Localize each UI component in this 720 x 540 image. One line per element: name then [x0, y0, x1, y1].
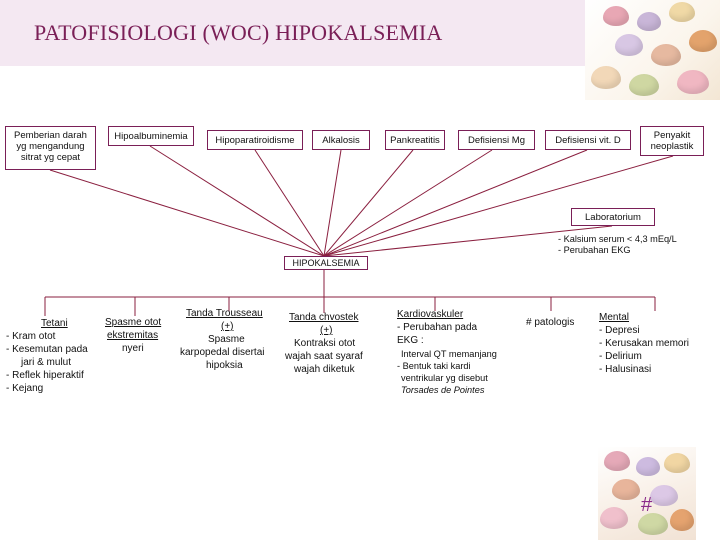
effect-trousseau-line-3: Spasme: [208, 334, 245, 345]
effect-tetani-title: Tetani: [41, 318, 68, 329]
cause-pankreatitis: Pankreatitis: [385, 130, 445, 150]
effect-spasme-line-1: Spasme otot: [105, 317, 162, 328]
effect-mental-item-1: - Depresi: [599, 325, 640, 336]
effect-tetani-item-2: - Kesemutan pada: [6, 344, 88, 355]
laboratorium-item-2: - Perubahan EKG: [558, 245, 631, 255]
effect-trousseau-line-4: karpopedal disertai: [180, 347, 265, 358]
effect-tetani-item-1: - Kram otot: [6, 331, 56, 342]
cause-hipoparatiroidisme-label: Hipoparatiroidisme: [215, 135, 295, 146]
cause-pemberian-line-3: sitrat yg cepat: [20, 152, 81, 163]
effect-tetani-item-5: - Kejang: [6, 383, 44, 394]
hipokalsemia-label: HIPOKALSEMIA: [292, 258, 360, 268]
effect-mental-item-2: - Kerusakan memori: [599, 338, 690, 349]
cause-pankreatitis-label: Pankreatitis: [390, 135, 440, 146]
cause-alkalosis: Alkalosis: [312, 130, 370, 150]
cause-defisiensi-vitd: Defisiensi vit. D: [545, 130, 631, 150]
cause-alkalosis-label: Alkalosis: [322, 135, 360, 146]
laboratorium-box: Laboratorium: [571, 208, 655, 226]
cause-defisiensi-mg-label: Defisiensi Mg: [467, 135, 526, 146]
cause-penyakit-neoplastik-line-2: neoplastik: [650, 141, 694, 152]
effect-trousseau-line-2: (+): [221, 321, 234, 332]
effect-kardiovaskuler-italic: Torsades de Pointes: [401, 385, 485, 395]
effect-kardiovaskuler-line-2: EKG :: [397, 335, 424, 346]
effect-kardiovaskuler-sub-1: Interval QT memanjang: [401, 349, 497, 359]
effect-tetani-item-4: - Reflek hiperaktif: [6, 370, 84, 381]
cause-pemberian-line-2: yg mengandung: [16, 141, 85, 152]
effect-kardiovaskuler-sub-3: ventrikular yg disebut: [401, 373, 488, 383]
cause-defisiensi-mg: Defisiensi Mg: [458, 130, 535, 150]
effect-chvostek-line-3: Kontraksi otot: [294, 338, 356, 349]
cause-pemberian-line-1: Pemberian darah: [14, 130, 87, 141]
effect-chvostek-line-2: (+): [320, 325, 333, 336]
cause-defisiensi-vitd-label: Defisiensi vit. D: [555, 135, 621, 146]
cause-penyakit-neoplastik-line-1: Penyakit: [653, 130, 691, 141]
header-band: [0, 0, 585, 66]
egg-photo-decoration-bottom: [598, 447, 696, 540]
laboratorium-label: Laboratorium: [585, 212, 641, 223]
effect-chvostek-line-4: wajah saat syaraf: [285, 351, 363, 362]
effect-chvostek-line-5: wajah diketuk: [294, 364, 355, 375]
effect-spasme-line-2: ekstremitas: [107, 330, 159, 341]
effect-kardiovaskuler-title: Kardiovaskuler: [397, 309, 464, 320]
page-title: PATOFISIOLOGI (WOC) HIPOKALSEMIA: [34, 20, 443, 45]
cause-pemberian-darah: Pemberian darah yg mengandung sitrat yg …: [5, 126, 96, 170]
effect-mental-item-3: - Delirium: [599, 351, 642, 362]
effect-spasme-line-3: nyeri: [122, 343, 144, 354]
effect-trousseau-line-5: hipoksia: [206, 360, 243, 371]
effect-tetani-item-3: jari & mulut: [21, 357, 72, 368]
cause-penyakit-neoplastik: Penyakit neoplastik: [640, 126, 704, 156]
hipokalsemia-box: HIPOKALSEMIA: [284, 256, 368, 270]
effect-mental-item-4: - Halusinasi: [599, 364, 652, 375]
effect-patologis: # patologis: [526, 317, 575, 328]
egg-photo-decoration: [585, 0, 720, 100]
cause-hipoalbuminemia-label: Hipoalbuminemia: [114, 131, 188, 142]
effect-chvostek-line-1: Tanda chvostek: [289, 312, 359, 323]
footer-hash-mark: #: [641, 494, 653, 516]
effect-kardiovaskuler-sub-2: - Bentuk taki kardi: [397, 361, 471, 371]
laboratorium-item-1: - Kalsium serum < 4,3 mEq/L: [558, 234, 677, 244]
cause-hipoparatiroidisme: Hipoparatiroidisme: [207, 130, 303, 150]
cause-hipoalbuminemia: Hipoalbuminemia: [108, 126, 194, 146]
effect-kardiovaskuler-line-1: - Perubahan pada: [397, 322, 478, 333]
effect-trousseau-line-1: Tanda Trousseau: [186, 308, 263, 319]
effect-mental-title: Mental: [599, 312, 630, 323]
